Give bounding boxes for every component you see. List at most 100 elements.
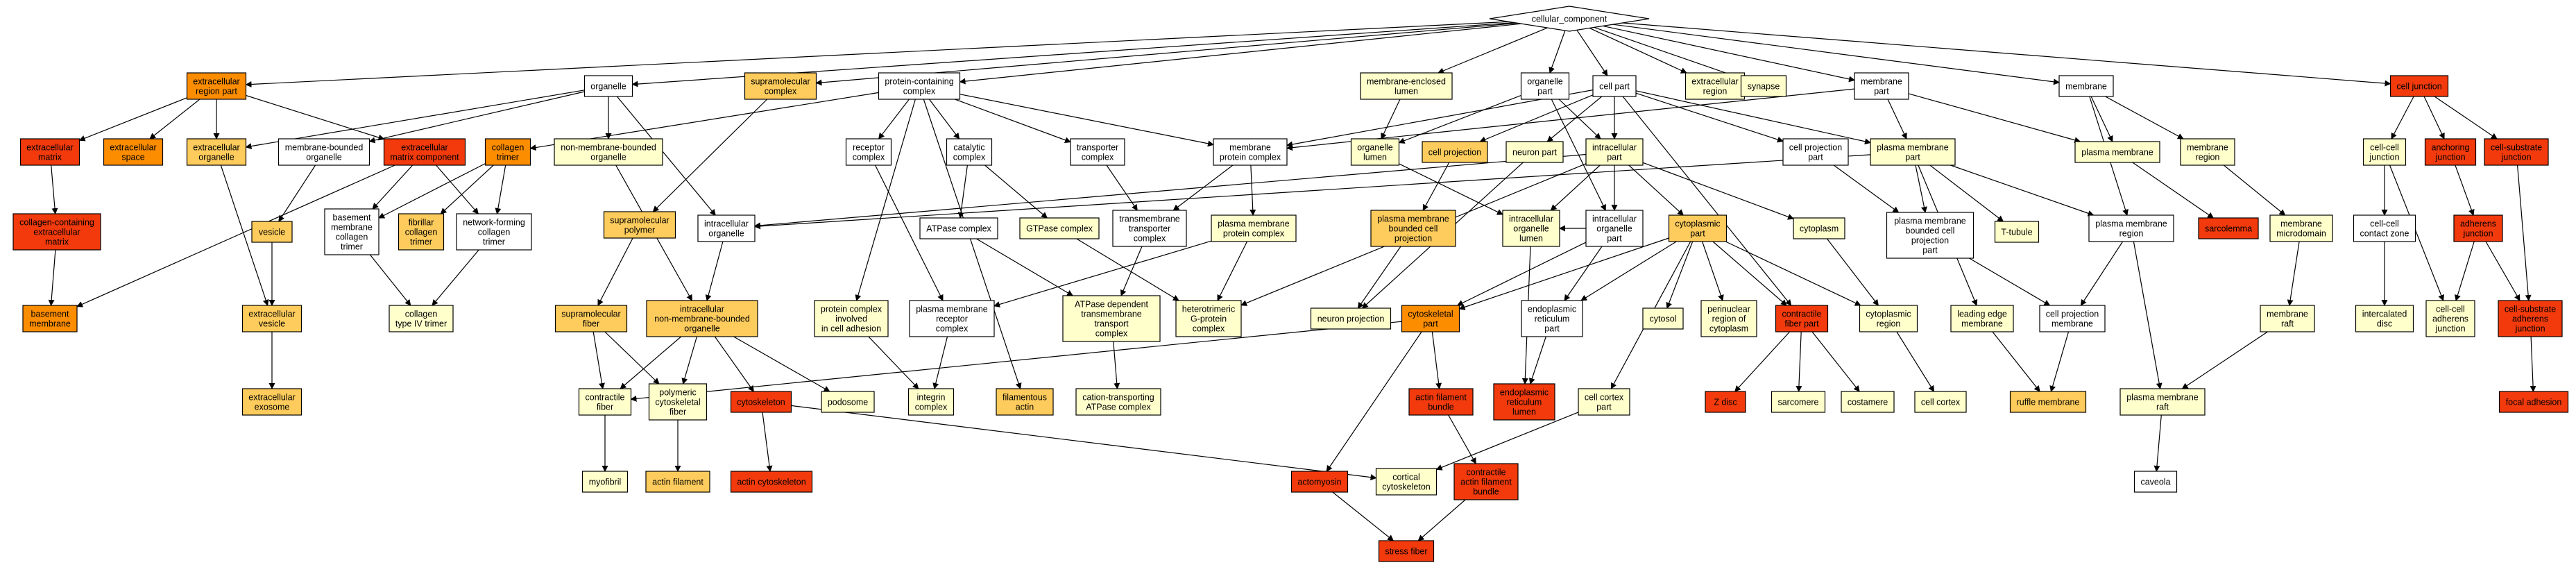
node-label-line: podosome <box>828 398 868 407</box>
edge-pmbcellproj-to-neuronproj <box>1357 246 1401 309</box>
node-box <box>1378 540 1435 562</box>
node-label-line: region part <box>196 87 237 96</box>
edge-erpart-to-erlumen <box>1528 336 1546 385</box>
node-label-line: part <box>1922 246 1938 255</box>
node-label-line: cortical <box>1392 473 1420 482</box>
edge-protcomplex-to-catalytic <box>928 99 960 140</box>
node-layer: cellular_component extracellular region pa… <box>12 6 2569 562</box>
node-label-line: leading edge <box>1957 310 2007 319</box>
node-cellcortex: cell cortex <box>1914 391 1967 413</box>
node-synapse: synapse <box>1740 75 1787 97</box>
node-box <box>2355 305 2414 332</box>
node-vesicle: vesicle <box>251 221 293 243</box>
edge-adherensjunction-to-ccadherens <box>2455 241 2475 301</box>
node-label-line: transporter <box>1077 143 1118 153</box>
node-label-line: fiber part <box>1784 319 1819 329</box>
node-box <box>996 388 1054 416</box>
edge-protcomplex-to-filamentousactin <box>923 99 1022 389</box>
edge-orglumen-to-icorglumen <box>1399 163 1503 215</box>
edge-catalytic-to-gtpase <box>984 164 1048 219</box>
node-box <box>1585 210 1644 247</box>
edge-cellpart-to-contractilefiberpart <box>1622 96 1792 306</box>
edge-icorgpart-to-erpart <box>1564 246 1603 301</box>
node-label: membrane <box>2065 82 2107 92</box>
edge-celljunction-to-csjunction <box>2434 96 2498 140</box>
node-label: T-tubule <box>2001 228 2032 237</box>
node-box <box>1771 391 1826 413</box>
node-box <box>1290 471 1349 493</box>
node-label-line: lumen <box>1394 87 1418 96</box>
node-box <box>398 213 445 251</box>
node-label-line: part <box>1607 234 1622 244</box>
edge-ecmcomp-to-bmcolltrimer <box>372 164 413 210</box>
node-box <box>1370 210 1456 247</box>
node-label-line: complex <box>1095 329 1128 339</box>
edge-pmraft-to-caveola <box>2153 414 2162 472</box>
edge-mempart-to-memprotcomplex <box>1286 88 1855 151</box>
node-box <box>456 213 532 251</box>
node-label-line: membrane-bounded <box>285 143 364 153</box>
node-label-line: cytoskeletal <box>1408 310 1453 319</box>
node-box <box>744 72 817 100</box>
node-box <box>389 305 454 332</box>
node-label-line: stress fiber <box>1385 547 1427 557</box>
node-label-line: adherens <box>2512 314 2548 324</box>
node-label-line: cellular_component <box>1532 15 1607 24</box>
edge-leadingedge-to-ruffle <box>1992 331 2040 392</box>
edge-icnonmembound-to-cytoskeleton <box>714 336 754 392</box>
node-label-line: extracellular <box>1691 77 1738 87</box>
node-box <box>1700 300 1757 337</box>
edge-protcomplex-to-memprotcomplex <box>959 94 1214 147</box>
edge-celljunction-to-ccjunction <box>2391 96 2414 140</box>
node-label-line: plasma membrane <box>2126 393 2199 403</box>
node-box <box>1950 305 2014 332</box>
node-box <box>1175 300 1242 337</box>
node-label-line: catalytic <box>953 143 984 153</box>
node-box <box>1350 138 1400 166</box>
node-label-line: microdomain <box>2276 229 2326 239</box>
edge-supfiber-to-contractilefiber <box>592 331 605 389</box>
edge-membound-to-vesicle <box>278 164 316 222</box>
node-label-line: raft <box>2156 403 2169 412</box>
node-label-line: collagen <box>336 233 368 242</box>
edge-collecm-to-basementmem <box>48 249 56 306</box>
node-label-line: plasma membrane <box>2095 219 2167 229</box>
node-label-line: vesicle <box>259 228 285 237</box>
node-label: cell part <box>1599 82 1630 92</box>
node-box <box>1585 138 1644 166</box>
edge-contractilefiberpart-to-costamere <box>1811 331 1860 392</box>
node-label-line: intracellular <box>704 219 749 229</box>
node-label-line: exosome <box>255 403 290 412</box>
node-box <box>919 217 998 239</box>
edge-organelle-to-membound <box>368 91 585 144</box>
node-label-line: lumen <box>1519 234 1543 244</box>
edge-root-to-membrane <box>1612 24 2060 85</box>
node-label-line: supramolecular <box>751 77 810 87</box>
node-cellproj: cell projection <box>1422 141 1488 163</box>
node-label-line: part <box>1607 153 1622 162</box>
node-box <box>103 138 164 166</box>
node-box <box>1408 388 1474 416</box>
edge-organelle-to-icorganelle <box>616 96 716 216</box>
node-box <box>814 300 889 337</box>
